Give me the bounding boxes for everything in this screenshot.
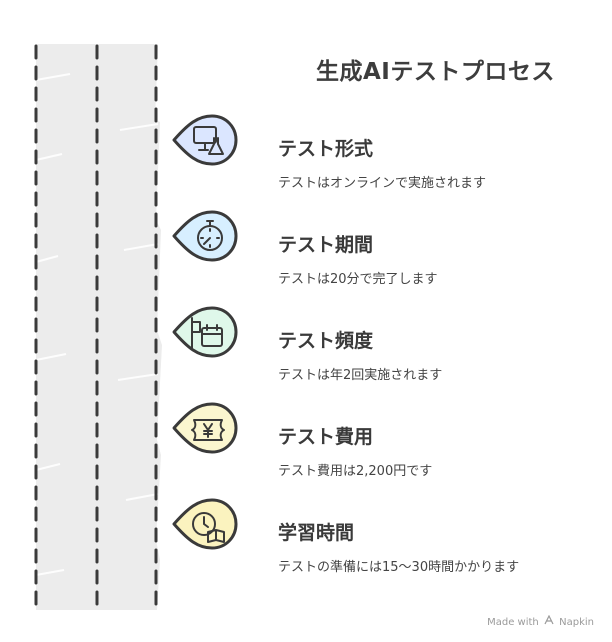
step-title-duration: テスト期間	[278, 234, 374, 256]
step-marker-format	[172, 114, 238, 166]
stopwatch-icon	[197, 220, 223, 251]
credit: Made with Napkin	[487, 615, 594, 628]
step-desc-frequency: テストは年2回実施されます	[278, 368, 443, 383]
step-desc-fee: テスト費用は2,200円です	[278, 464, 433, 479]
computer-flask-icon	[193, 126, 224, 155]
road-surface	[36, 44, 162, 610]
credit-prefix: Made with	[487, 617, 539, 628]
step-marker-frequency	[172, 306, 238, 358]
step-marker-duration	[172, 210, 238, 262]
credit-brand: Napkin	[559, 617, 594, 628]
diagram-title: 生成AIテストプロセス	[316, 59, 555, 85]
step-marker-fee	[172, 402, 238, 454]
step-desc-format: テストはオンラインで実施されます	[278, 176, 487, 191]
napkin-logo-icon	[544, 615, 554, 625]
calendar-icon	[191, 317, 223, 349]
step-title-fee: テスト費用	[278, 426, 374, 448]
step-desc-duration: テストは20分で完了します	[278, 272, 438, 287]
yen-ticket-icon	[191, 419, 225, 441]
step-desc-study: テストの準備には15〜30時間かかります	[278, 560, 520, 575]
step-title-study: 学習時間	[278, 522, 355, 544]
step-marker-study	[172, 498, 238, 550]
step-title-frequency: テスト頻度	[278, 330, 374, 352]
clock-book-icon	[192, 512, 225, 543]
step-title-format: テスト形式	[278, 138, 374, 160]
